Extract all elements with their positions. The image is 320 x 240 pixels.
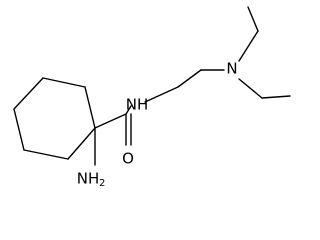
amide-nh-label: NH: [126, 96, 149, 114]
bond-ring-1: [42, 77, 86, 88]
bond-ring-4: [23, 149, 69, 160]
bond-ethyl-2-end: [261, 95, 291, 99]
carbonyl-o-label: O: [122, 150, 134, 168]
bond-ring-5: [13, 108, 25, 151]
bond-ring-6: [13, 77, 44, 110]
bond-ring-3: [67, 127, 96, 160]
bond-nh-ch2-1: [144, 86, 179, 103]
bond-carbonyl-nh: [125, 105, 132, 115]
bond-n-ethyl-2: [238, 78, 263, 99]
amine-n-label: N: [226, 60, 237, 78]
amino-subscript-label: 2: [99, 178, 105, 189]
amino-nh-label: NH: [77, 170, 100, 188]
molecule-structure: NH N O NH 2: [13, 6, 291, 189]
structure-canvas: NH N O NH 2: [13, 6, 291, 189]
bond-n-ethyl-1: [238, 30, 259, 62]
bond-ring-2: [84, 86, 96, 129]
bond-ch2-ch2: [177, 69, 202, 88]
bond-ethyl-1-end: [247, 6, 259, 32]
bond-c1-carbonyl: [94, 113, 127, 129]
